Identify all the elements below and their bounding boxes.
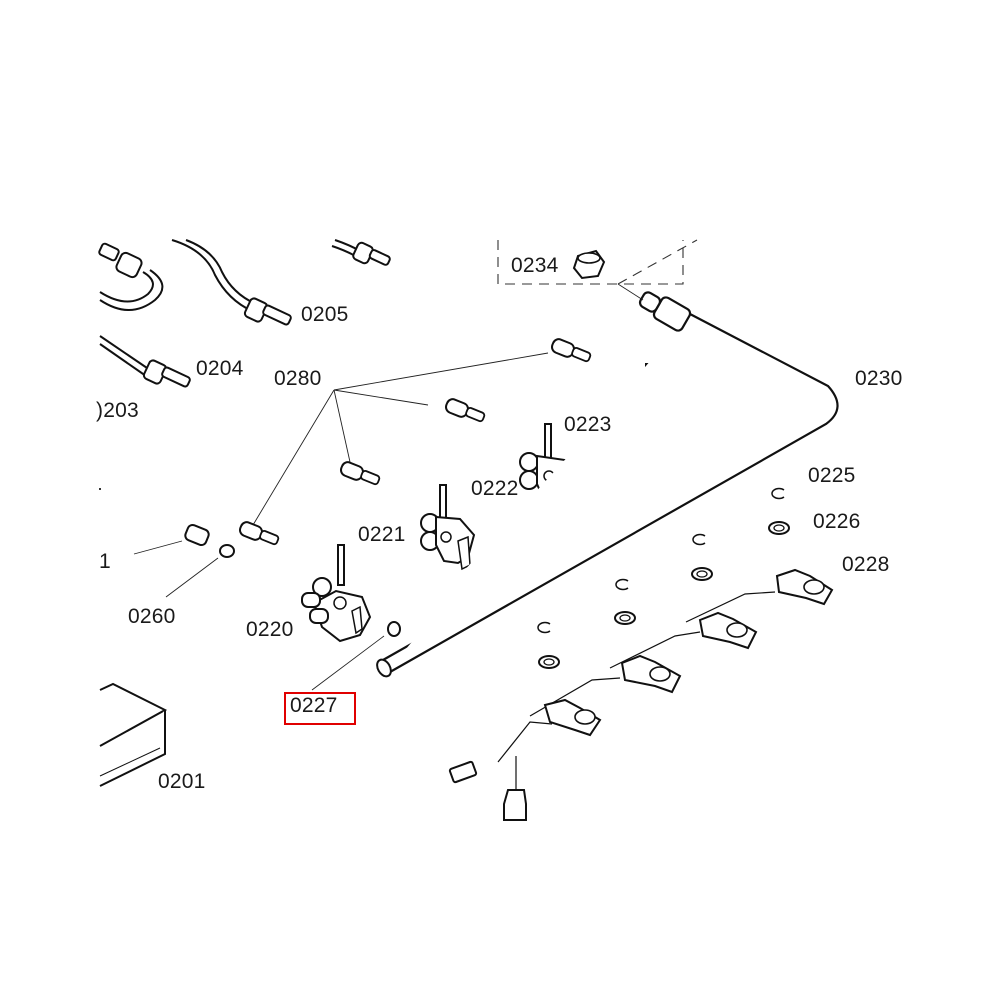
label-0226[interactable]: 0226	[813, 510, 861, 533]
washer-0226-c[interactable]	[614, 611, 636, 625]
washer-0226-a[interactable]	[768, 521, 790, 535]
label-0222[interactable]: 0222	[471, 477, 519, 500]
label-0280[interactable]: 0280	[274, 367, 322, 390]
clip-0225-a[interactable]	[771, 487, 785, 500]
label-0230[interactable]: 0230	[855, 367, 903, 390]
gas-pipe-0205-upper[interactable]	[331, 239, 391, 266]
gas-valve-0220[interactable]	[301, 544, 372, 643]
label-0203[interactable]: )203	[96, 399, 139, 422]
clip-0225-d[interactable]	[537, 621, 551, 634]
leader-line-0227	[311, 635, 385, 691]
label-0228[interactable]: 0228	[842, 553, 890, 576]
label-0223[interactable]: 0223	[564, 413, 612, 436]
seal-0227-a[interactable]	[387, 621, 401, 637]
clip-0225-c[interactable]	[615, 578, 629, 591]
clip-0225-b[interactable]	[692, 533, 706, 546]
injector-0280-d[interactable]	[238, 520, 280, 546]
washer-0226-b[interactable]	[691, 567, 713, 581]
gas-pipe-0205[interactable]	[171, 239, 292, 326]
label-0220[interactable]: 0220	[246, 618, 294, 641]
label-0260[interactable]: 0260	[128, 605, 176, 628]
gas-pipe-0204[interactable]	[99, 335, 191, 388]
label-partial-1[interactable]: 1	[99, 550, 111, 573]
gas-valve-0221[interactable]	[420, 484, 476, 571]
label-0204[interactable]: 0204	[196, 357, 244, 380]
label-0221[interactable]: 0221	[358, 523, 406, 546]
gas-rail-0230[interactable]	[374, 291, 839, 679]
label-0201[interactable]: 0201	[158, 770, 206, 793]
leader-lines-0280	[252, 352, 549, 526]
nozzle-partial-1[interactable]	[184, 523, 210, 547]
label-0227[interactable]: 0227	[290, 694, 338, 717]
label-0234[interactable]: 0234	[511, 254, 559, 277]
injector-0280-b[interactable]	[444, 397, 486, 423]
washer-0260[interactable]	[219, 544, 235, 558]
box-0201[interactable]	[99, 682, 168, 787]
injector-0280-c[interactable]	[339, 460, 381, 486]
leader-line-0260	[165, 557, 219, 598]
label-0225[interactable]: 0225	[808, 464, 856, 487]
ignition-harness-0228[interactable]	[448, 568, 834, 821]
label-0205[interactable]: 0205	[301, 303, 349, 326]
highlight-box-0227	[284, 692, 356, 725]
nut-0234[interactable]	[572, 249, 606, 280]
dashed-box-0234	[497, 239, 698, 301]
gas-pipe-loop[interactable]	[98, 242, 164, 311]
washer-0226-d[interactable]	[538, 655, 560, 669]
injector-0280-a[interactable]	[550, 337, 592, 363]
leader-line-partial	[133, 540, 183, 555]
